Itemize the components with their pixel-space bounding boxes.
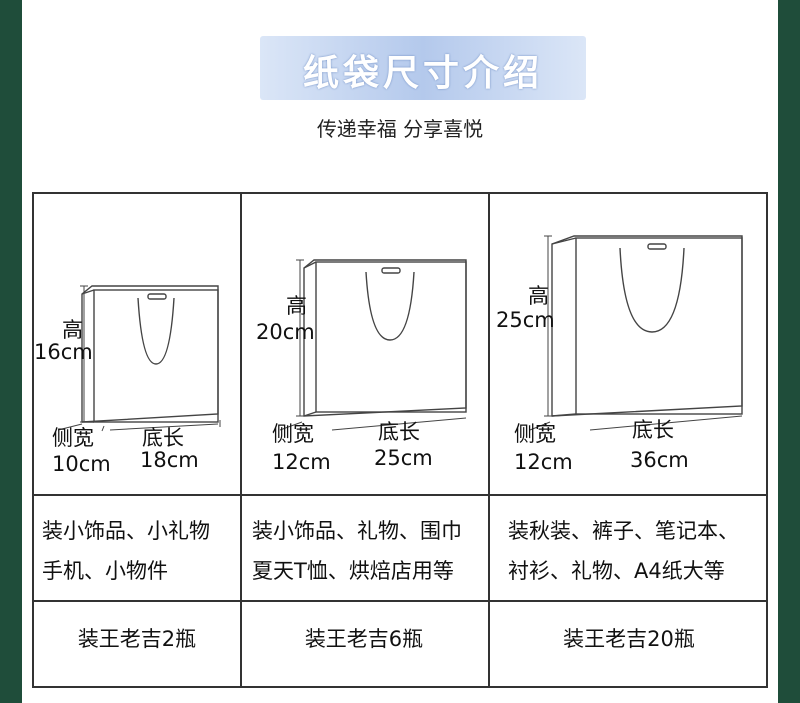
bag3-width-label: 底长	[632, 418, 674, 442]
bag2-height-label: 高	[286, 294, 307, 318]
row-divider-2	[34, 600, 766, 602]
bag3-capacity: 装王老吉20瓶	[563, 627, 695, 651]
bag1-capacity: 装王老吉2瓶	[77, 627, 197, 651]
title-background	[260, 36, 586, 100]
bag1-width-value: 18cm	[140, 448, 199, 472]
bag3-height-value: 25cm	[496, 308, 555, 332]
page-title: 纸袋尺寸介绍	[302, 53, 543, 94]
bag2-use-line1: 装小饰品、礼物、围巾	[252, 519, 462, 543]
bag3-depth-label: 侧宽	[514, 422, 556, 446]
bag3-use-line1: 装秋装、裤子、笔记本、	[508, 519, 739, 543]
bag2-height-value: 20cm	[256, 320, 315, 344]
bag3-depth-value: 12cm	[514, 450, 573, 474]
column-divider-2	[488, 194, 490, 686]
bag1-use-line1: 装小饰品、小礼物	[42, 519, 210, 543]
size-table: 高 16cm 侧宽 10cm 底长 18cm 高 20cm 侧宽 12cm 底长…	[32, 192, 768, 688]
content-panel: 纸袋尺寸介绍 传递幸福 分享喜悦 高 16cm 侧宽 10cm	[22, 0, 778, 703]
bag1-height-value: 16cm	[34, 340, 93, 364]
bag3-width-value: 36cm	[630, 448, 689, 472]
bag1-width-label: 底长	[142, 426, 184, 450]
title-banner: 纸袋尺寸介绍	[260, 36, 586, 100]
bag3-use-line2: 衬衫、礼物、A4纸大等	[508, 559, 725, 583]
bag-diagram-small	[57, 285, 221, 432]
bag2-width-label: 底长	[378, 420, 420, 444]
bag1-use-line2: 手机、小物件	[42, 559, 168, 583]
row-divider-1	[34, 494, 766, 496]
page-subtitle: 传递幸福 分享喜悦	[316, 117, 484, 141]
column-divider-1	[240, 194, 242, 686]
bag2-depth-label: 侧宽	[272, 422, 314, 446]
bag2-capacity: 装王老吉6瓶	[304, 627, 424, 651]
bag-diagram-large	[529, 235, 743, 431]
bag1-depth-value: 10cm	[52, 452, 111, 476]
bag3-height-label: 高	[528, 284, 549, 308]
bag-diagram-medium	[279, 259, 467, 431]
bag1-height-label: 高	[62, 318, 83, 342]
bag2-width-value: 25cm	[374, 446, 433, 470]
bag1-depth-label: 侧宽	[52, 426, 94, 450]
bag2-depth-value: 12cm	[272, 450, 331, 474]
bag2-use-line2: 夏天T恤、烘焙店用等	[252, 559, 454, 583]
